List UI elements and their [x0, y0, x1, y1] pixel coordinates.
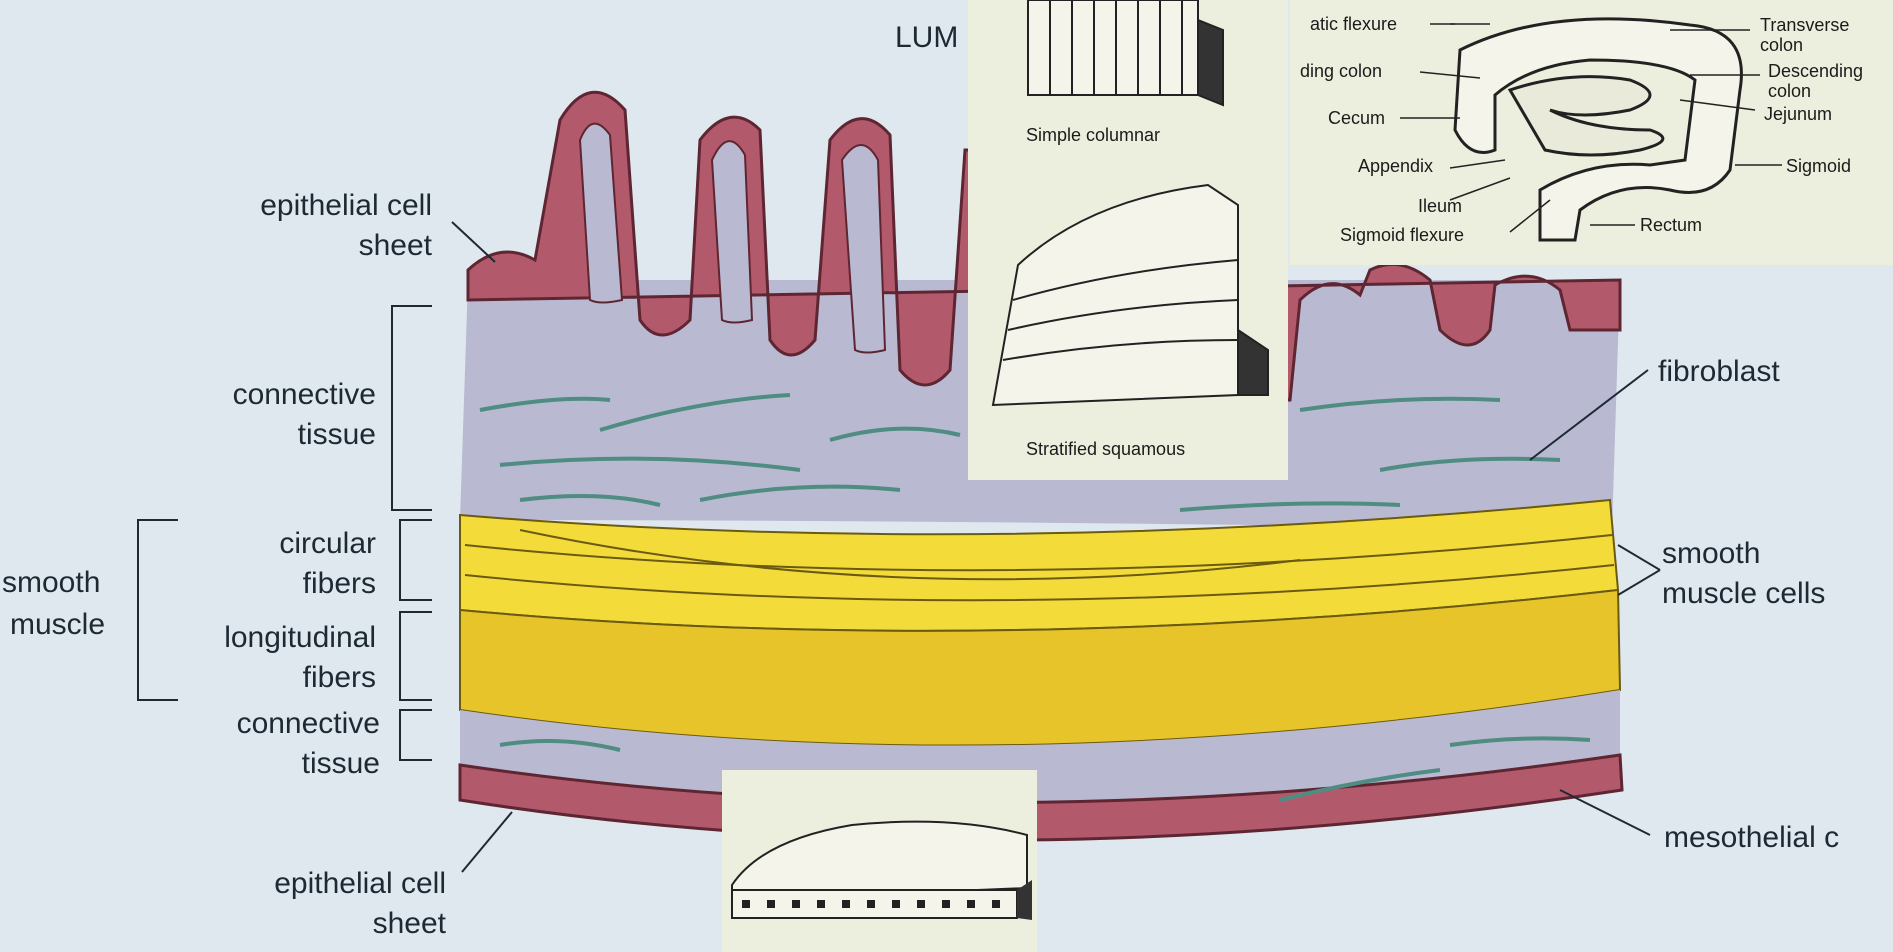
stratified-squamous-drawing	[993, 185, 1268, 405]
stratified-squamous-caption: Stratified squamous	[1026, 438, 1185, 460]
colon-label-sigmoid-flexure: Sigmoid flexure	[1340, 224, 1464, 246]
fibroblast-label: fibroblast	[1658, 352, 1780, 392]
lumen-label: LUM	[895, 18, 958, 58]
colon-label-jejunum: Jejunum	[1764, 103, 1832, 125]
circular-fibers-line2: fibers	[170, 564, 376, 604]
inset-epithelium-types: Simple columnar Stratified squamous	[968, 0, 1288, 480]
connective-lower-line1: connective	[170, 704, 380, 744]
smooth-muscle-line2: muscle	[10, 605, 105, 645]
colon-label-ileum: Ileum	[1418, 195, 1462, 217]
smooth-muscle-cells-line2: muscle cells	[1662, 574, 1825, 614]
connective-upper-line2: tissue	[170, 415, 376, 455]
colon-label-rectum: Rectum	[1640, 214, 1702, 236]
mesothelial-label: mesothelial c	[1664, 818, 1839, 858]
smooth-muscle-line1: smooth	[2, 563, 100, 603]
small-intestine-loops	[1510, 77, 1663, 155]
colon-label-descending-2: colon	[1768, 80, 1811, 102]
colon-label-transverse-2: colon	[1760, 34, 1803, 56]
colon-label-appendix: Appendix	[1358, 155, 1433, 177]
inset-colon-anatomy: atic flexure ding colon Cecum Appendix I…	[1290, 0, 1893, 265]
simple-epithelium-drawing	[722, 770, 1037, 952]
simple-columnar-caption: Simple columnar	[1026, 124, 1160, 146]
colon-label-transverse-1: Transverse	[1760, 14, 1849, 36]
colon-label-sigmoid: Sigmoid	[1786, 155, 1851, 177]
longitudinal-fibers-line2: fibers	[150, 658, 376, 698]
connective-lower-line2: tissue	[170, 744, 380, 784]
epithelial-bottom-line2: sheet	[200, 904, 446, 944]
colon-label-descending-1: Descending	[1768, 60, 1863, 82]
epithelium-drawings	[968, 0, 1288, 480]
connective-upper-line1: connective	[170, 375, 376, 415]
colon-label-flexure: atic flexure	[1310, 13, 1397, 35]
colon-label-cecum: Cecum	[1328, 107, 1385, 129]
simple-columnar-drawing	[1028, 0, 1223, 105]
smooth-muscle-cells-line1: smooth	[1662, 534, 1760, 574]
epithelial-top-line1: epithelial cell	[200, 186, 432, 226]
epithelial-top-line2: sheet	[200, 226, 432, 266]
colon-label-ascending: ding colon	[1300, 60, 1382, 82]
circular-fibers-line1: circular	[170, 524, 376, 564]
longitudinal-fibers-line1: longitudinal	[150, 618, 376, 658]
epithelial-bottom-line1: epithelial cell	[200, 864, 446, 904]
inset-simple-epithelium	[722, 770, 1037, 952]
